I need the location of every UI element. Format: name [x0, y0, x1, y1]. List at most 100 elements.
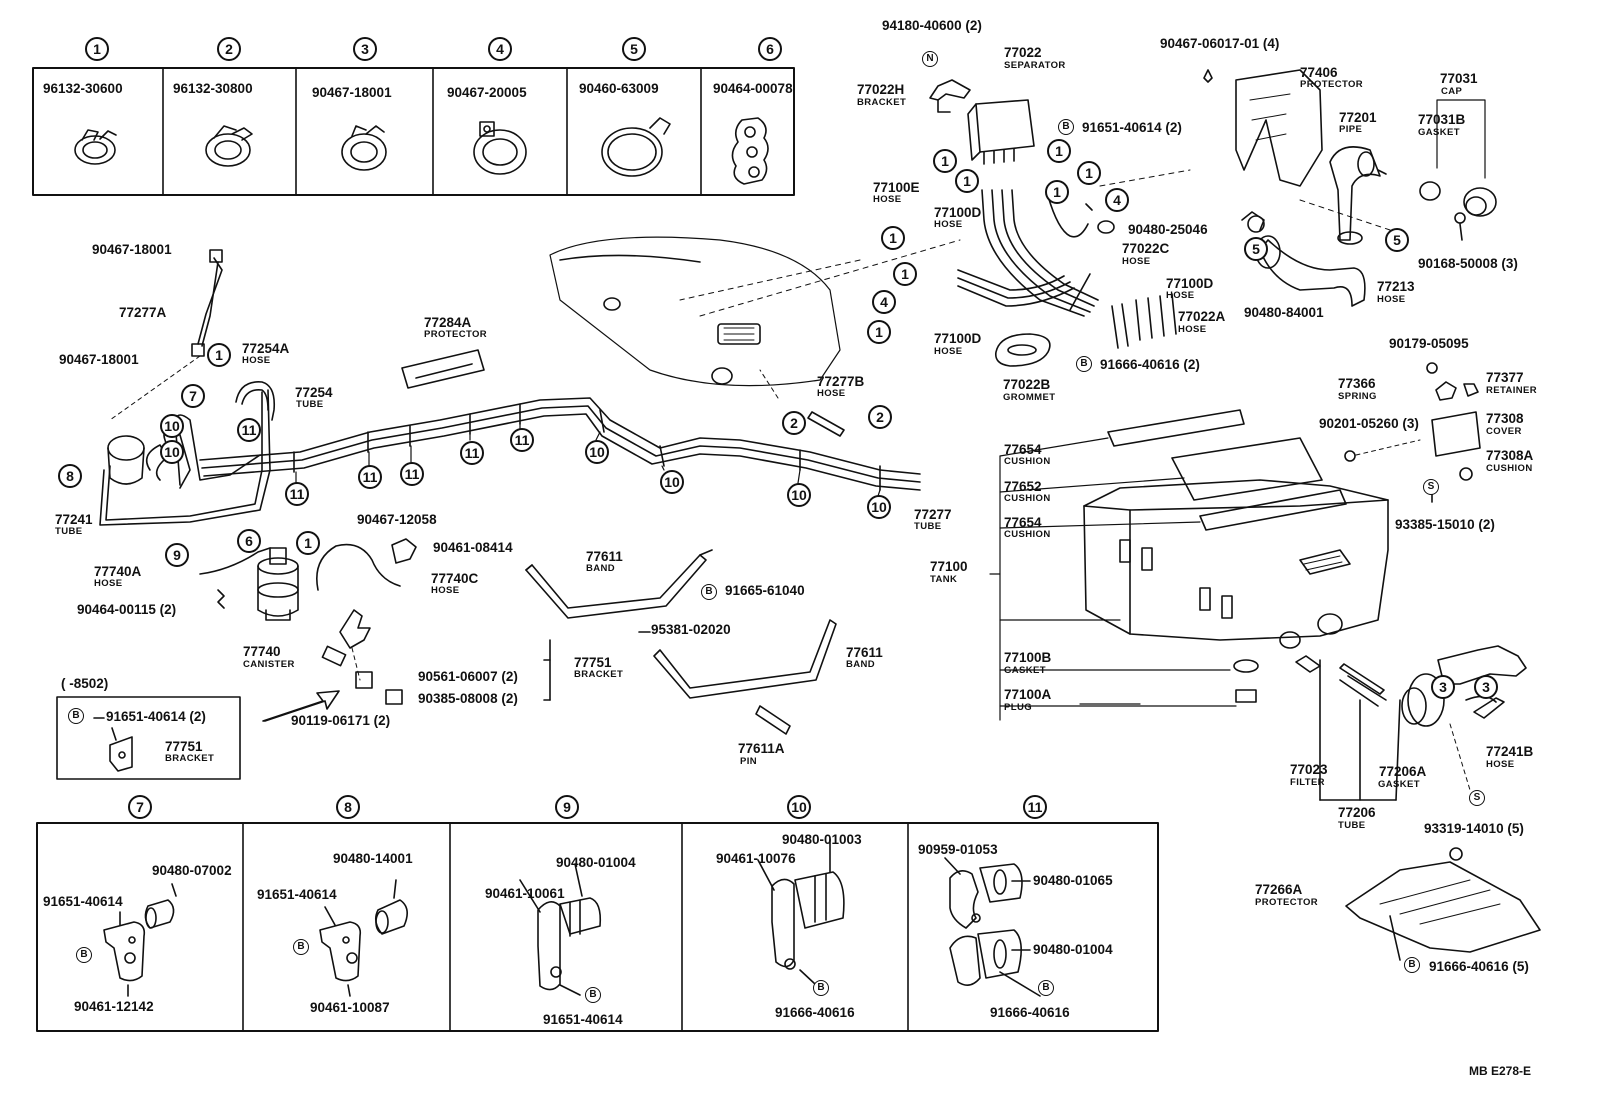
label-77611-upper: 77611 — [586, 549, 623, 564]
label-77100D-c: 77100D — [934, 331, 982, 346]
cushion-77308A — [1459, 467, 1473, 481]
pin-77611A — [755, 705, 791, 735]
label-77023: 77023 — [1290, 762, 1328, 777]
label-77022B: 77022B — [1003, 377, 1051, 392]
tube-clips — [293, 403, 881, 491]
label-77100D-a-type: HOSE — [934, 219, 963, 230]
label-77022C: 77022C — [1122, 241, 1170, 256]
label-77022H-type: BRACKET — [857, 97, 907, 108]
label-90467-18001-b: 90467-18001 — [59, 352, 139, 367]
callout-3-a: 3 — [1431, 675, 1455, 699]
label-77652: 77652 — [1004, 479, 1042, 494]
label-77740-type: CANISTER — [243, 659, 295, 670]
label-90201-05260: 90201-05260 (3) — [1319, 416, 1419, 431]
label-90467-18001-a: 90467-18001 — [92, 242, 172, 257]
label-77100B-type: GASKET — [1004, 665, 1046, 676]
label-77201: 77201 — [1339, 110, 1377, 125]
label-77100A: 77100A — [1004, 687, 1052, 702]
callout-10-b: 10 — [160, 440, 184, 464]
tank-leader-lines — [989, 437, 1237, 721]
group-number-8: 8 — [336, 795, 360, 819]
marker-b-91651: B — [1058, 119, 1074, 135]
clamp-number-5: 5 — [622, 37, 646, 61]
callout-2-b: 2 — [868, 405, 892, 429]
callout-1-c: 1 — [933, 149, 957, 173]
marker-s-93385: S — [1423, 479, 1439, 495]
callout-5-a: 5 — [1385, 228, 1409, 252]
label-77284A-type: PROTECTOR — [424, 329, 488, 340]
band-77611-upper — [525, 554, 707, 619]
label-77751: 77751 — [574, 655, 612, 670]
label-94180-40600: 94180-40600 (2) — [882, 18, 982, 33]
callout-1-a: 1 — [207, 343, 231, 367]
hose-77277B — [807, 411, 845, 437]
label-77740C-type: HOSE — [431, 585, 460, 596]
label-77308: 77308 — [1486, 411, 1524, 426]
marker-n: N — [922, 51, 938, 67]
hose-bundle — [957, 189, 1099, 317]
inset-num: 77751 — [165, 739, 203, 754]
arrow — [262, 690, 340, 722]
label-77277A: 77277A — [119, 305, 167, 320]
g7-part-a: 90480-07002 — [152, 863, 232, 878]
callout-10-d: 10 — [660, 470, 684, 494]
clamp-number-3: 3 — [353, 37, 377, 61]
label-77031B-type: GASKET — [1418, 127, 1460, 138]
label-77366-type: SPRING — [1338, 391, 1377, 402]
label-90480-25046: 90480-25046 — [1128, 222, 1208, 237]
group-number-11: 11 — [1023, 795, 1047, 819]
label-77213-type: HOSE — [1377, 294, 1406, 305]
label-77254: 77254 — [295, 385, 333, 400]
clamp-2-drawing — [205, 125, 253, 167]
clamp-number-4: 4 — [488, 37, 512, 61]
label-77100D-c-type: HOSE — [934, 346, 963, 357]
label-77654-top: 77654 — [1004, 442, 1042, 457]
protector-77406 — [1235, 69, 1323, 187]
callout-4-b: 4 — [872, 290, 896, 314]
pipe-77201 — [1329, 146, 1381, 241]
g9-part-b: 90461-10061 — [485, 886, 565, 901]
g10-marker-b: B — [813, 980, 829, 996]
label-77751-type: BRACKET — [574, 669, 624, 680]
g10-part-c: 91666-40616 — [775, 1005, 855, 1020]
g11-part-a: 90959-01053 — [918, 842, 998, 857]
cushion-77652 — [1171, 437, 1323, 501]
label-77254A-type: HOSE — [242, 355, 271, 366]
filter-77023 — [1295, 655, 1321, 673]
label-77022H: 77022H — [857, 82, 905, 97]
label-91651-40614-2: 91651-40614 (2) — [1082, 120, 1182, 135]
callout-5-b: 5 — [1244, 237, 1268, 261]
clamp-part-6: 90464-00078 — [713, 81, 793, 96]
g7-part-c: 90461-12142 — [74, 999, 154, 1014]
callout-10-c: 10 — [585, 440, 609, 464]
label-77241-type: TUBE — [55, 526, 83, 537]
protector-77266A — [1345, 861, 1541, 953]
label-77277B-type: HOSE — [817, 388, 846, 399]
label-93385-15010: 93385-15010 (2) — [1395, 517, 1495, 532]
label-77366: 77366 — [1338, 376, 1376, 391]
label-90168-50008: 90168-50008 (3) — [1418, 256, 1518, 271]
label-77611A-type: PIN — [740, 756, 758, 767]
band-77611-lower — [653, 619, 837, 699]
label-77308A: 77308A — [1486, 448, 1534, 463]
clamp-table-frame — [32, 67, 795, 196]
g9-part-a: 90480-01004 — [556, 855, 636, 870]
inset-name: BRACKET — [165, 753, 215, 764]
label-77206-type: TUBE — [1338, 820, 1366, 831]
label-77100D-b-type: HOSE — [1166, 290, 1195, 301]
label-77611-lower-type: BAND — [846, 659, 876, 670]
g10-part-a: 90480-01003 — [782, 832, 862, 847]
callout-1-e: 1 — [955, 169, 979, 193]
clamp-6-drawing — [731, 117, 769, 185]
drawing-code: MB E278-E — [1469, 1064, 1532, 1078]
clamp-11-drawing — [944, 857, 1041, 997]
label-77611-upper-type: BAND — [586, 563, 616, 574]
callout-6: 6 — [237, 529, 261, 553]
label-77031-type: CAP — [1441, 86, 1463, 97]
group-number-9: 9 — [555, 795, 579, 819]
callout-1-h: 1 — [881, 226, 905, 250]
callout-11-d: 11 — [400, 462, 424, 486]
label-77654-lower-type: CUSHION — [1004, 529, 1051, 540]
label-77254-type: TUBE — [296, 399, 324, 410]
